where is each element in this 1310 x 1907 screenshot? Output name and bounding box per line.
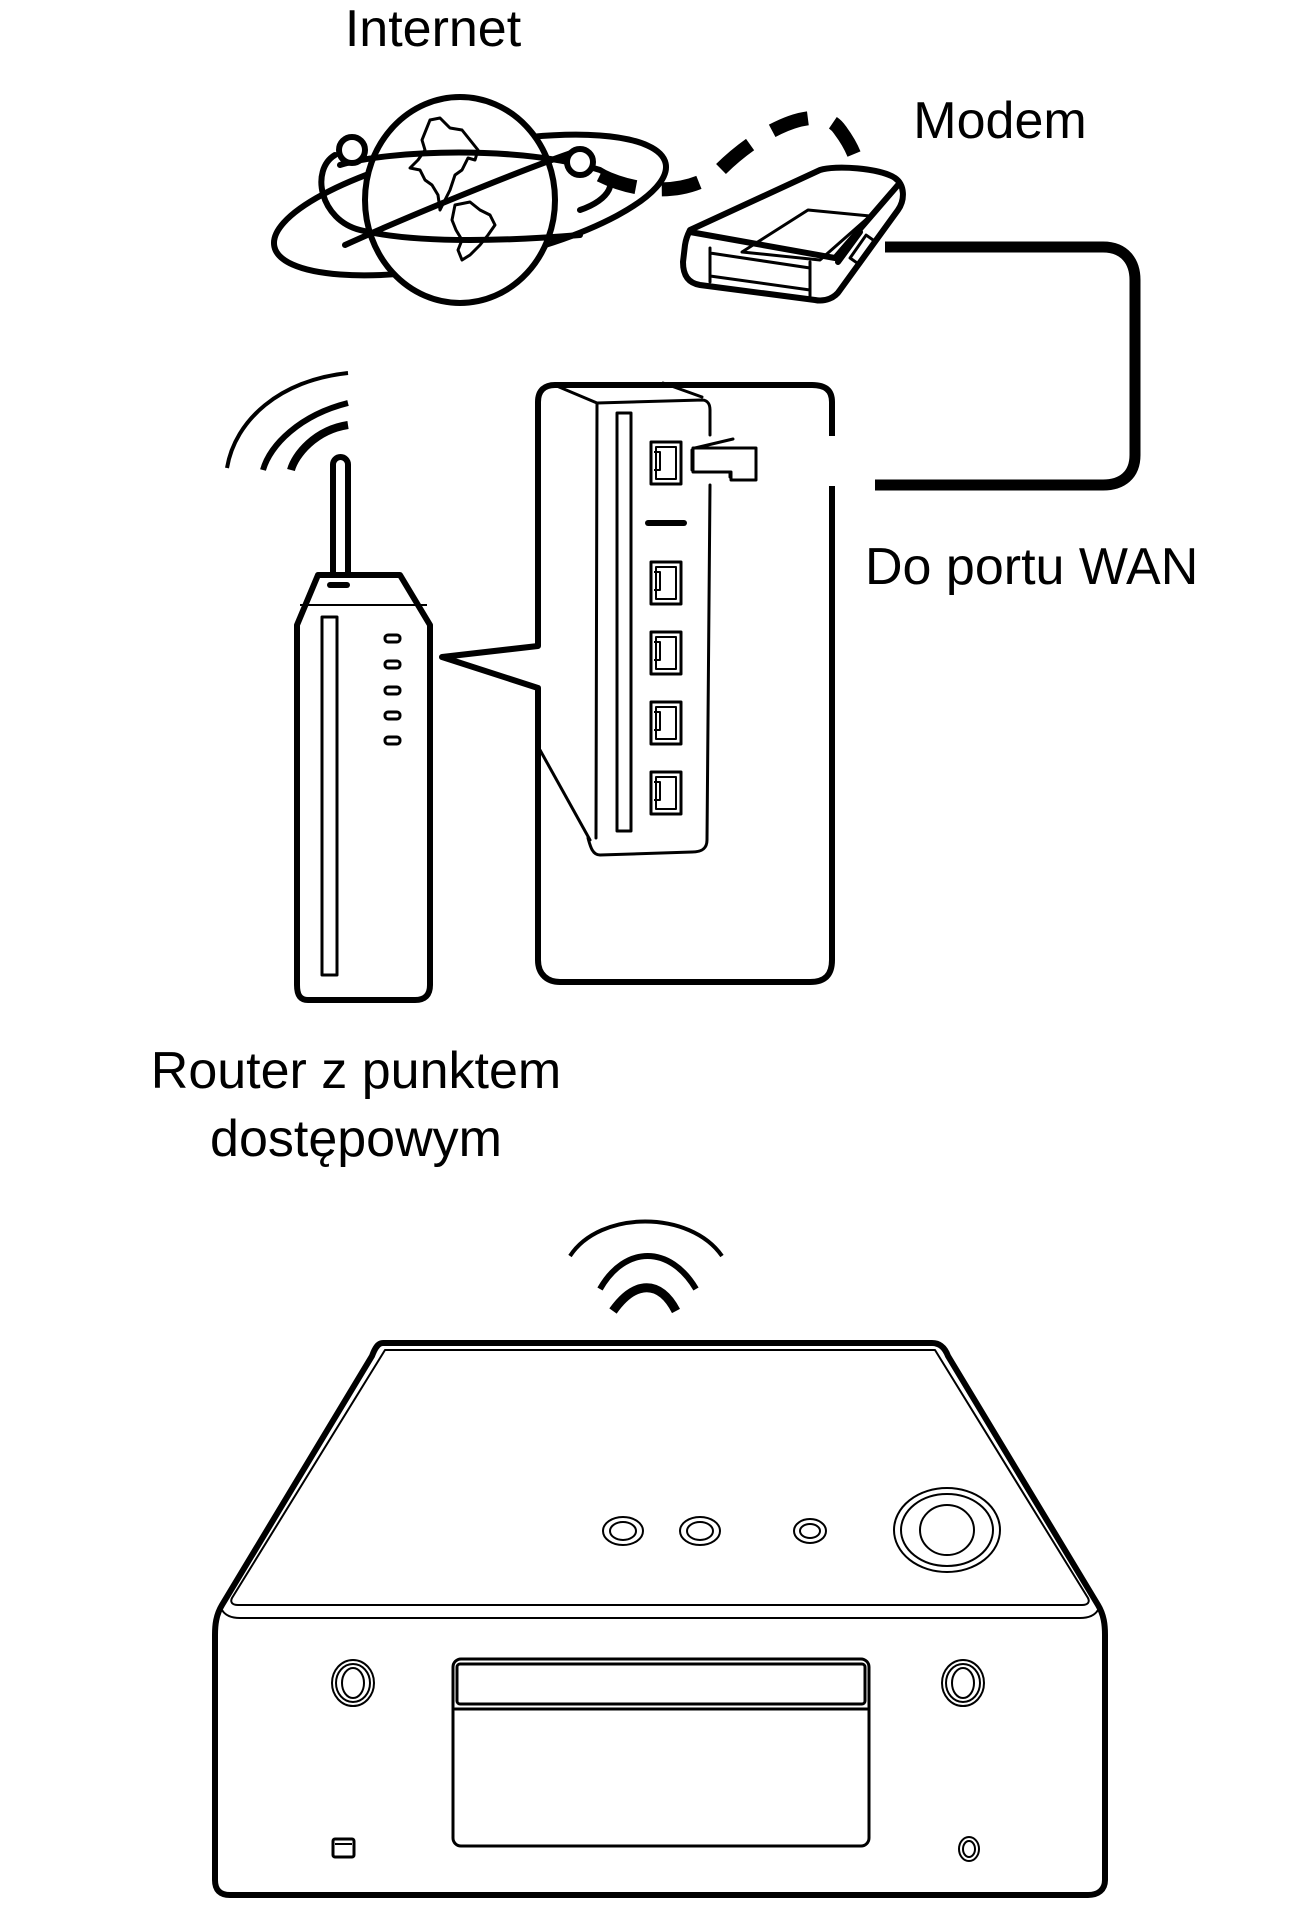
top-button-2: [679, 1516, 721, 1546]
wan-port: [649, 440, 683, 486]
network-cd-receiver-icon: [212, 1219, 1108, 1898]
lan-port-2: [649, 630, 683, 676]
wireless-router-icon: [225, 371, 433, 1003]
modem-router-wan-cable: [875, 241, 1141, 491]
lan-port-1: [649, 560, 683, 606]
top-button-3: [793, 1518, 827, 1544]
volume-knob-icon: [893, 1487, 1001, 1573]
receiver-wifi-wave-middle: [597, 1253, 699, 1291]
rj45-plug-icon: [690, 437, 758, 482]
headphone-jack-icon: [958, 1836, 980, 1862]
router-wifi-wave-inner: [287, 421, 349, 472]
front-left-knob: [331, 1659, 375, 1707]
front-right-knob: [941, 1659, 985, 1707]
router-label-line1: Router z punktem: [151, 1042, 561, 1100]
router-label-line2: dostępowym: [210, 1110, 502, 1168]
router-ports-callout: [439, 381, 840, 985]
usb-port-icon: [331, 1837, 356, 1859]
display-panel: [451, 1657, 871, 1848]
wan-port-label: Do portu WAN: [865, 538, 1198, 596]
lan-port-3: [649, 700, 683, 746]
receiver-wifi-wave-inner: [609, 1283, 680, 1314]
receiver-wifi-wave-outer: [568, 1219, 724, 1258]
modem-icon: [680, 164, 906, 304]
internet-modem-link: [596, 110, 865, 197]
router-wifi-wave-middle: [260, 400, 349, 471]
router-wifi-wave-outer: [225, 371, 349, 469]
lan-port-4: [649, 770, 683, 816]
modem-label: Modem: [913, 92, 1086, 150]
top-button-1: [602, 1516, 644, 1546]
globe-icon: [270, 94, 670, 306]
internet-label: Internet: [345, 0, 522, 58]
